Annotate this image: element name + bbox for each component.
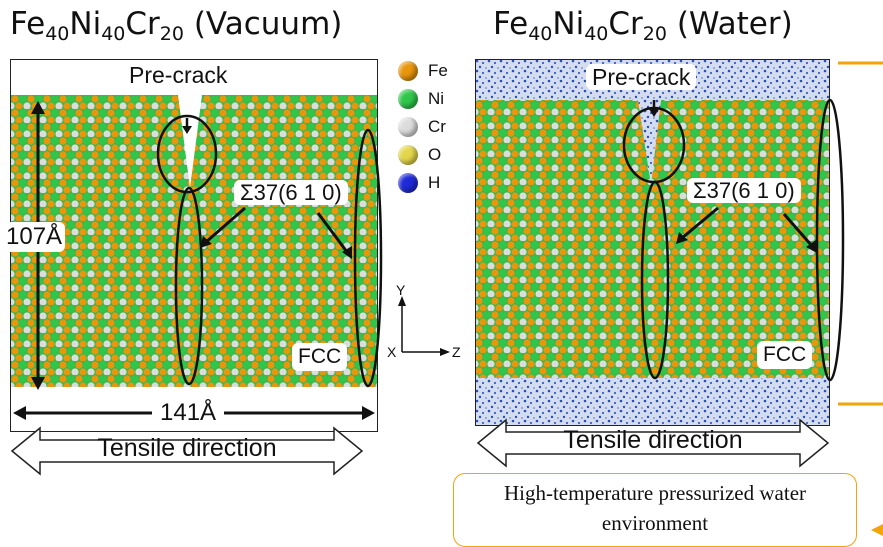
- right-tensile-arrow: Tensile direction: [476, 418, 830, 468]
- right-tensile-label: Tensile direction: [563, 426, 743, 454]
- right-gb-arrow-1: [681, 206, 719, 240]
- left-precrack-notch: [168, 95, 212, 188]
- ni-atom-icon: [398, 89, 418, 109]
- cr-atom-icon: [398, 117, 418, 137]
- legend-item-ni: Ni: [398, 86, 444, 112]
- left-gb-label: Σ37(6 1 0): [234, 180, 348, 206]
- legend-item-fe: Fe: [398, 58, 448, 84]
- left-gb-ellipse-edge: [353, 128, 383, 388]
- legend-item-o: O: [398, 142, 441, 168]
- right-gb-label: Σ37(6 1 0): [687, 178, 801, 204]
- right-gb-arrow-2: [782, 213, 814, 247]
- left-gb-ellipse-center: [174, 186, 204, 386]
- right-panel-title: Fe40Ni40Cr20 (Water): [493, 6, 793, 45]
- axis-x-label: X: [387, 344, 397, 360]
- axis-z-label: Z: [452, 344, 461, 360]
- right-precrack-label: Pre-crack: [586, 64, 697, 91]
- right-precrack-ellipse: [622, 106, 686, 184]
- water-note-arrow: [871, 524, 883, 536]
- environment-note: High-temperature pressurized water envir…: [453, 473, 857, 547]
- element-legend: Fe Ni Cr O H: [398, 58, 468, 198]
- legend-item-h: H: [398, 170, 440, 196]
- left-precrack-ellipse: [156, 114, 218, 194]
- left-tensile-label: Tensile direction: [97, 434, 277, 462]
- right-gb-ellipse-edge: [815, 98, 845, 382]
- right-gb-ellipse-center: [640, 180, 670, 380]
- fe-atom-icon: [398, 61, 418, 81]
- left-precrack-label: Pre-crack: [129, 62, 228, 88]
- right-fcc-label: FCC: [757, 341, 813, 370]
- left-fcc-label: FCC: [292, 343, 348, 372]
- h-atom-icon: [398, 173, 418, 193]
- coordinate-axes: [398, 296, 450, 356]
- left-panel-title: Fe40Ni40Cr20 (Vacuum): [10, 6, 343, 45]
- o-atom-icon: [398, 145, 418, 165]
- legend-item-cr: Cr: [398, 114, 446, 140]
- right-simulation-box: [475, 59, 830, 426]
- left-width-label: 141Å: [152, 399, 225, 427]
- left-gb-arrow-1: [205, 206, 246, 244]
- left-tensile-arrow: Tensile direction: [10, 426, 364, 476]
- left-gb-arrow-2: [316, 212, 349, 253]
- axis-y-label: Y: [396, 282, 406, 298]
- left-height-label: 107Å: [3, 222, 66, 252]
